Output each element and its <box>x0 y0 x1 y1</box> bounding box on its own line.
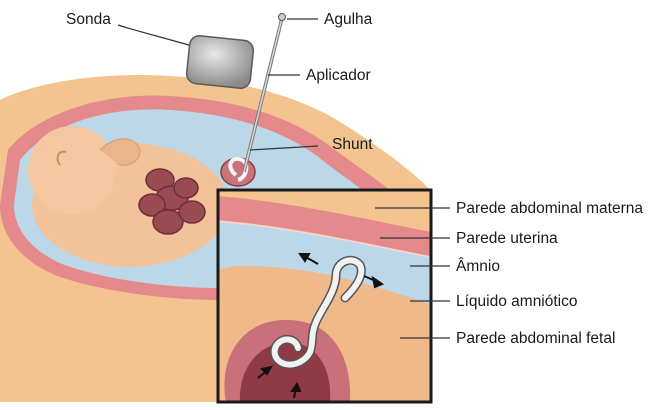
fetus-head <box>28 126 116 214</box>
needle-hub <box>279 14 286 21</box>
probe-cable <box>118 25 192 46</box>
label-parede-uterina: Parede uterina <box>456 230 558 247</box>
label-aplicador: Aplicador <box>306 67 371 84</box>
label-parede-abdominal-materna: Parede abdominal materna <box>456 200 643 217</box>
label-sonda: Sonda <box>66 11 111 28</box>
label-parede-abdominal-fetal: Parede abdominal fetal <box>456 330 615 347</box>
inset-magnified-view <box>218 190 431 402</box>
label-agulha: Agulha <box>324 11 373 28</box>
label-liquido-amniotico: Líquido amniótico <box>456 293 578 310</box>
label-amnio: Âmnio <box>456 258 500 275</box>
label-shunt: Shunt <box>332 136 373 153</box>
fetal-bladder <box>221 158 255 186</box>
